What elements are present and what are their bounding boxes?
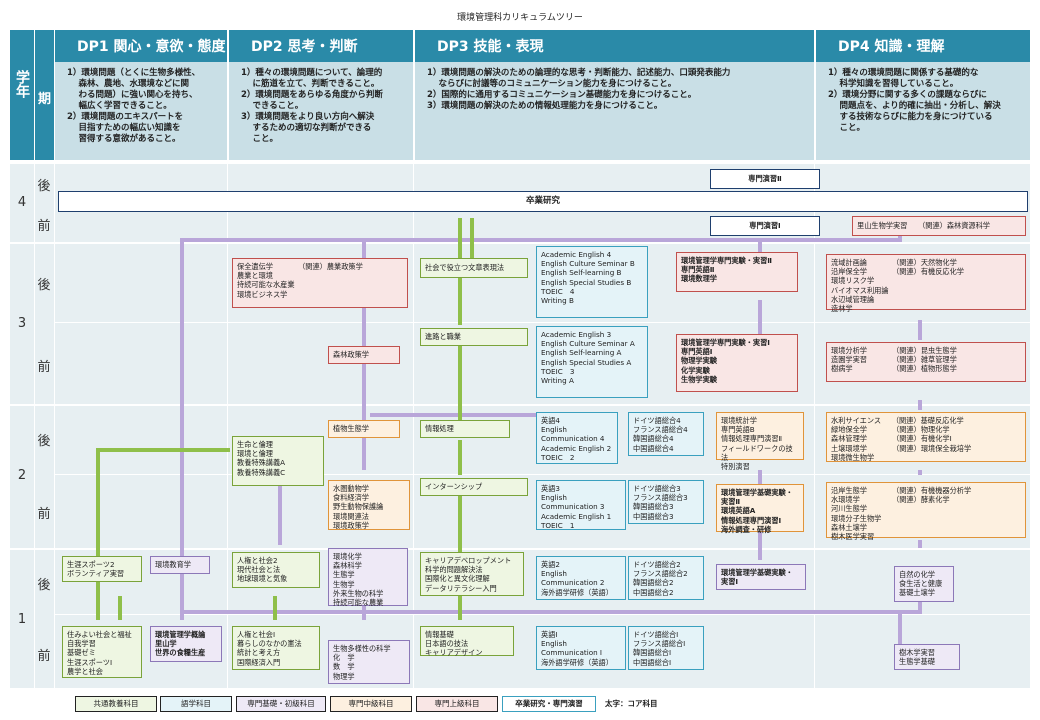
legend-kiso: 専門基礎・初級科目	[236, 696, 326, 712]
course-jinken-1: 人権と社会Ⅰ 暮らしのなかの憲法 統計と考え方 国際経済入門	[232, 626, 320, 670]
dp2-header: DP2 思考・判断	[228, 30, 413, 62]
grid-line	[54, 164, 55, 688]
dp1-header: DP1 関心・意欲・態度	[55, 30, 227, 62]
course-eigo-1: 英語Ⅰ English Communication Ⅰ 海外語学研修（英語）	[536, 626, 626, 670]
grid-line	[227, 164, 228, 688]
course-y1-former-dp1: 住みよい社会と福祉 自我学習 基礎ゼミ 生涯スポーツⅠ 農学と社会	[62, 626, 142, 678]
course-jinken-2: 人権と社会2 現代社会と法 地球環境と気象	[232, 552, 320, 588]
legend-sotsuken: 卒業研究・専門演習	[502, 696, 596, 712]
course-jikken-2: 環境管理学専門実験・実習Ⅱ 専門英語Ⅱ 環境数理学	[676, 252, 798, 292]
course-y1-latter-kagaku: 環境化学 森林科学 生態学 生物学 外来生物の科学 持続可能な農業	[328, 548, 408, 607]
course-y2-former-dp2: 水圏動物学 食料経済学 野生動物保護論 環境関連法 環境政策学	[328, 480, 410, 530]
dp2-description: 1）種々の環境問題について、論理的 に筋道を立て、判断できること。 2）環境問題…	[228, 62, 413, 160]
course-lang-4: ドイツ語総合4 フランス語総合4 韓国語総合4 中国語総合4	[628, 412, 704, 456]
year-2-label: 2	[17, 468, 27, 483]
dp4-description: 1）種々の環境問題に関係する基礎的な 科学知識を習得していること。 2）環境分野…	[815, 62, 1030, 160]
grid-line	[814, 164, 815, 688]
course-shokubutsu-seitai: 植物生態学	[328, 420, 400, 438]
course-shinro-shokugyo: 進路と職業	[420, 328, 528, 346]
course-y3-latter-english: Academic English 4 English Culture Semin…	[536, 246, 648, 318]
course-eigo-4: 英語4 English Communication 4 Academic Eng…	[536, 412, 618, 464]
course-kiso-jikken-2: 環境管理学基礎実験・ 実習Ⅱ 環境英語A 情報処理専門演習Ⅰ 海外調査・研修	[716, 484, 804, 534]
course-eigo-2: 英語2 English Communication 2 海外語学研修（英語）	[536, 556, 626, 600]
grid-line	[10, 242, 1030, 244]
course-y3-latter-dp4: 流域計画論 （関連）天然物化学 沿岸保全学 （関連）有機反応化学 環境リスク学 …	[826, 254, 1026, 313]
legend-note: 太字：コア科目	[605, 699, 658, 708]
year-header: 学年	[10, 30, 34, 160]
term-label: 後	[37, 179, 51, 194]
legend-chukyu: 専門中級科目	[330, 696, 412, 712]
dp1-description: 1）環境問題（とくに生物多様性、 森林、農地、水環境などに関 わる問題）に強い関…	[55, 62, 227, 160]
year-3-label: 3	[17, 316, 27, 331]
grid-line	[413, 164, 414, 688]
course-joho-kiso: 情報基礎 日本語の技法 キャリアデザイン	[420, 626, 514, 657]
course-gairon: 環境管理学概論 里山学 世界の食糧生産	[150, 626, 222, 662]
term-label: 前	[37, 219, 51, 234]
course-lang-3: ドイツ語総合3 フランス語総合3 韓国語総合3 中国語総合3	[628, 480, 704, 524]
grid-line	[55, 322, 1030, 323]
course-y3-latter-dp2: 保全遺伝学 （関連）農業政策学 農業と環境 持続可能な水産業 環境ビジネス学	[232, 258, 408, 308]
course-gairon-text: 環境管理学概論 里山学 世界の食糧生産	[155, 630, 206, 658]
course-y3-former-english: Academic English 3 English Culture Semin…	[536, 326, 648, 398]
term-label: 後	[37, 278, 51, 293]
legend-kyotsu: 共通教養科目	[75, 696, 157, 712]
course-kiso-jikken-1: 環境管理学基礎実験・ 実習Ⅰ	[716, 564, 806, 590]
year-4-label: 4	[17, 195, 27, 210]
course-y2-latter-dp1: 生命と倫理 環境と倫理 教養特殊講義A 教養特殊講義C	[232, 436, 324, 486]
course-y3-former-dp4: 環境分析学 （関連）昆虫生態学 造園学実習 （関連）雑草管理学 樹病学 （関連）…	[826, 342, 1026, 382]
term-label: 後	[37, 434, 51, 449]
course-kiso-jikken-2-text: 環境管理学基礎実験・ 実習Ⅱ 環境英語A 情報処理専門演習Ⅰ 海外調査・研修	[721, 488, 793, 534]
dp4-header: DP4 知識・理解	[815, 30, 1030, 62]
course-sotsugyo-kenkyu: 卒業研究	[58, 191, 1028, 212]
course-y2-former-dp4: 沿岸生態学 （関連）有機機器分析学 水環境学 （関連）酵素化学 河川生態学 環境…	[826, 482, 1026, 541]
course-bunsho-hyogen: 社会で役立つ文章表現法	[420, 258, 528, 278]
legend-gogaku: 語学科目	[160, 696, 232, 712]
course-satoyama: 里山生物学実習 （関連）森林資源科学	[852, 216, 1026, 236]
page-title: 環境管理科カリキュラムツリー	[457, 13, 583, 23]
course-y2-latter-dp4: 水利サイエンス （関連）基礎反応化学 緑地保全学 （関連）物理化学 森林管理学 …	[826, 412, 1026, 462]
term-label: 前	[37, 507, 51, 522]
course-lang-2: ドイツ語総合2 フランス語総合2 韓国語総合2 中国語総合2	[628, 556, 704, 600]
course-eigo-3: 英語3 English Communication 3 Academic Eng…	[536, 480, 626, 530]
grid-line	[55, 614, 1030, 615]
grid-line	[10, 404, 1030, 406]
term-label: 前	[37, 360, 51, 375]
course-y1-latter-dp4: 自然の化学 食生活と健康 基礎土壌学	[894, 566, 954, 602]
grid-line	[55, 474, 1030, 475]
course-jikken-2-text: 環境管理学専門実験・実習Ⅱ 専門英語Ⅱ 環境数理学	[681, 256, 772, 284]
term-header-label: 期	[37, 92, 51, 107]
course-sports-2: 生涯スポーツ2 ボランティア実習	[62, 556, 142, 582]
course-shinrin-seisaku: 森林政策学	[328, 346, 400, 364]
term-label: 前	[37, 649, 51, 664]
course-internship: インターンシップ	[420, 478, 528, 496]
legend-jokyu: 専門上級科目	[416, 696, 498, 712]
year-header-label: 学年	[14, 70, 30, 98]
course-jikken-1: 環境管理学専門実験・実習Ⅰ 専門英語Ⅰ 物理学実験 化学実験 生物学実験	[676, 334, 798, 392]
course-tayosei: 生物多様性の科学 化 学 数 学 物理学	[328, 640, 410, 684]
grid-line	[34, 164, 35, 688]
course-career-dev: キャリアデベロップメント 科学的問題解決法 国際化と異文化理解 データリテラシー…	[420, 552, 524, 596]
dp3-description: 1）環境問題の解決のための論理的な思考・判断能力、記述能力、口頭発表能力 ならび…	[414, 62, 814, 160]
grid-line	[10, 548, 1030, 550]
course-kankyo-kyoiku: 環境教育学	[150, 556, 210, 574]
course-joho-shori: 情報処理	[420, 420, 510, 438]
course-lang-1: ドイツ語総合Ⅰ フランス語総合Ⅰ 韓国語総合Ⅰ 中国語総合Ⅰ	[628, 626, 704, 670]
course-y1-former-dp4: 樹木学実習 生態学基礎	[894, 644, 960, 670]
term-header: 期	[34, 30, 54, 160]
dp3-header: DP3 技能・表現	[414, 30, 814, 62]
course-senmon-enshu-2: 専門演習Ⅱ	[710, 169, 820, 189]
term-label: 後	[37, 578, 51, 593]
course-y2-latter-tokei: 環境統計学 専門英語B 情報処理専門演習Ⅱ フィールドワークの技法 特別演習	[716, 412, 804, 471]
course-senmon-enshu-1: 専門演習Ⅰ	[710, 216, 820, 236]
year-1-label: 1	[17, 612, 27, 627]
